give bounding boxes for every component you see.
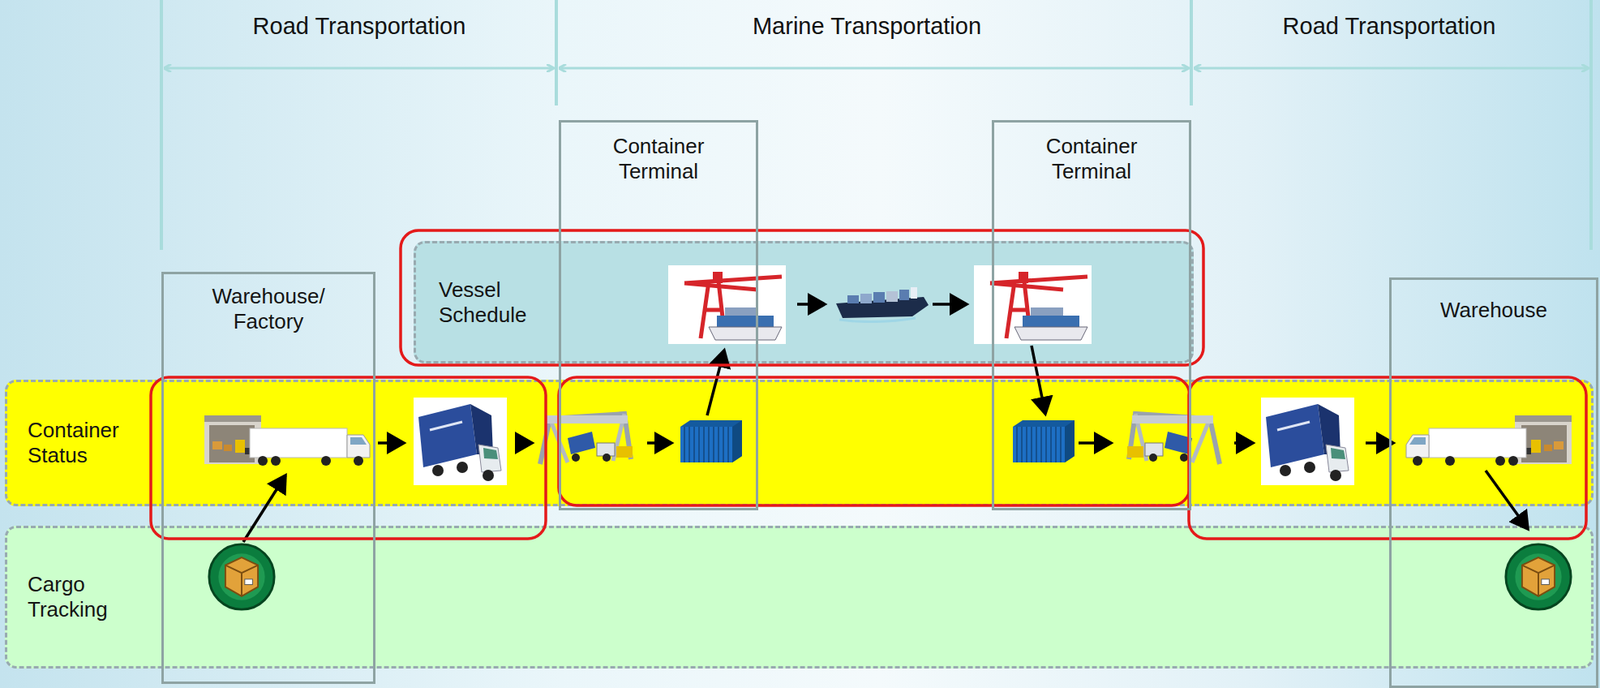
node-label: Container Terminal bbox=[1030, 133, 1153, 184]
node-label: Vessel Schedule bbox=[438, 277, 549, 327]
terminal-box: Container Terminal bbox=[558, 120, 759, 511]
node-label: Warehouse/ Factory bbox=[199, 283, 338, 334]
node-label: Container Terminal bbox=[597, 133, 720, 184]
phase-heading: Road Transportation bbox=[1282, 12, 1497, 40]
warehouse-box: Warehouse bbox=[1389, 277, 1599, 688]
node-label: Warehouse bbox=[1440, 297, 1548, 323]
warehouse-box: Warehouse/ Factory bbox=[161, 271, 376, 684]
node-label: Cargo Tracking bbox=[27, 571, 133, 622]
highlight-frames bbox=[150, 230, 1587, 539]
terminal-box: Container Terminal bbox=[991, 120, 1192, 511]
flow-arrows bbox=[243, 304, 1528, 542]
phase-heading: Road Transportation bbox=[253, 12, 467, 40]
phase-dividers bbox=[161, 0, 1592, 250]
node-label: Container Status bbox=[27, 417, 133, 468]
phase-span-arrows bbox=[164, 67, 1588, 70]
icons bbox=[204, 265, 1572, 610]
phase-heading: Marine Transportation bbox=[752, 12, 982, 40]
